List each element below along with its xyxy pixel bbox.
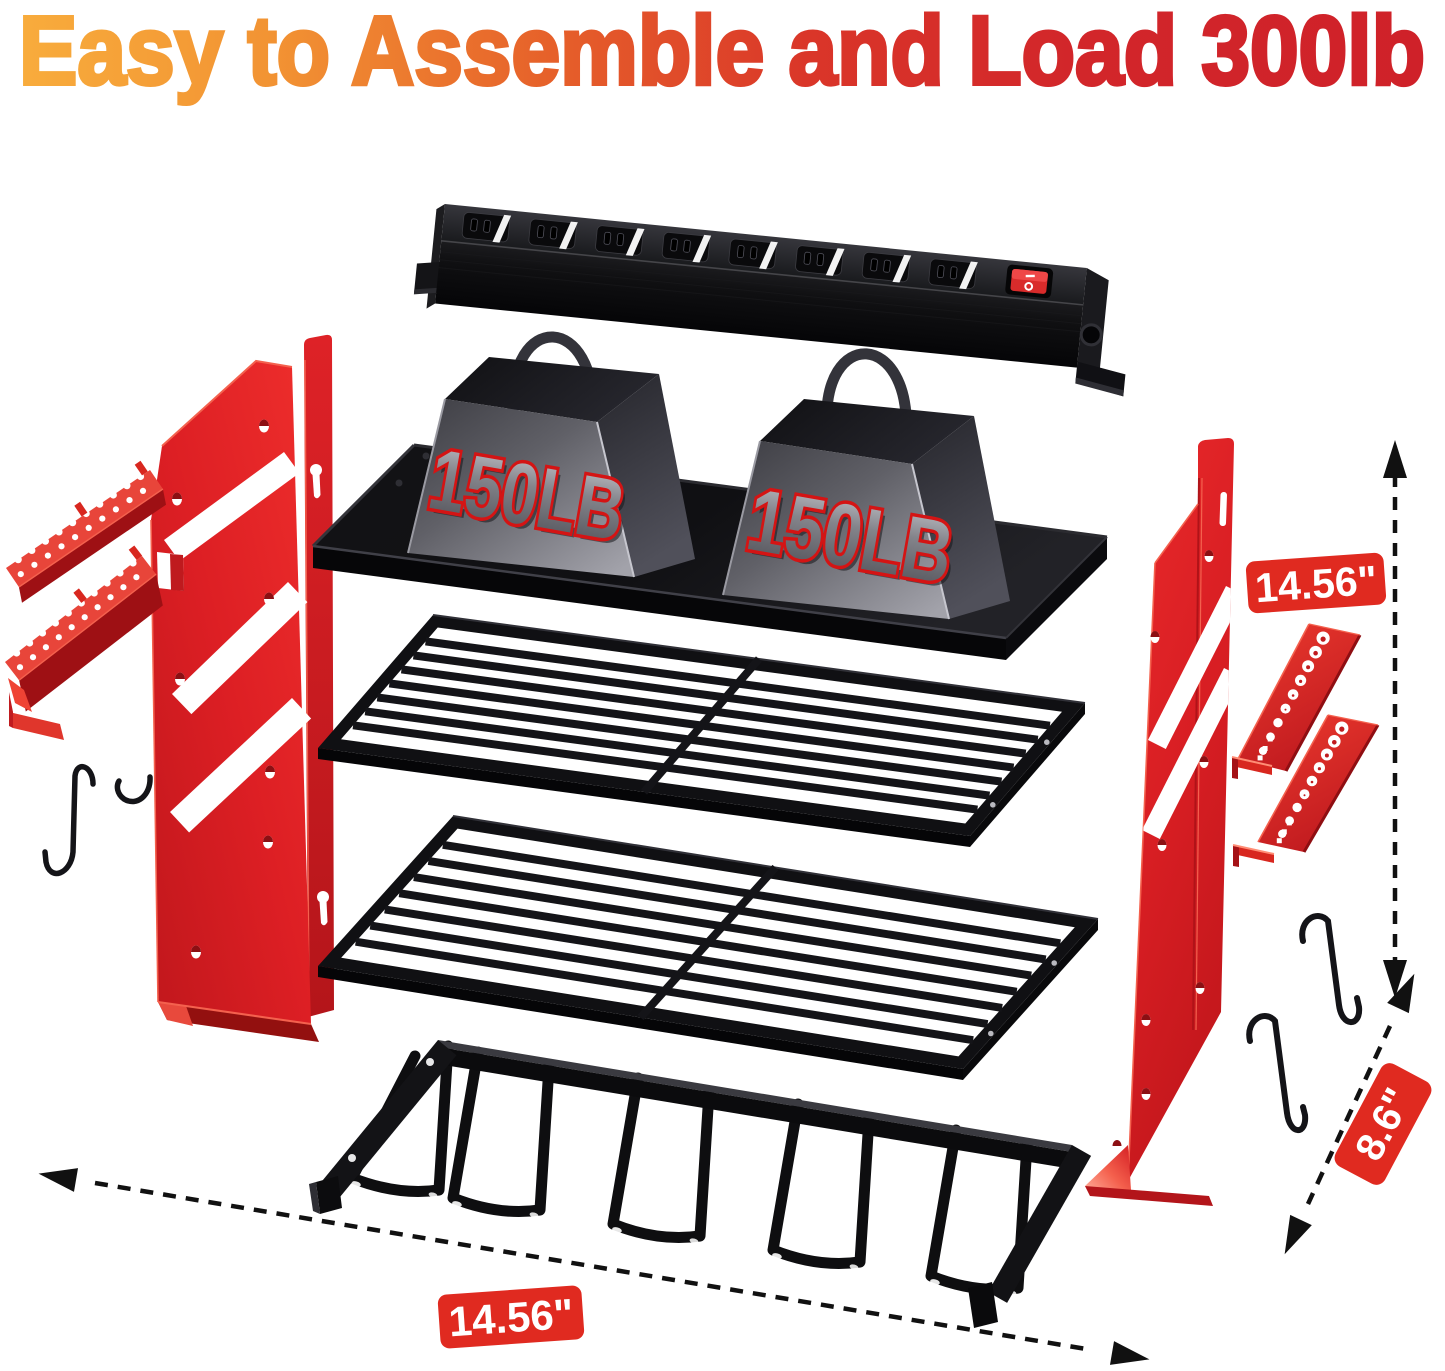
svg-text:14.56": 14.56" bbox=[447, 1290, 575, 1346]
svg-text:14.56": 14.56" bbox=[1254, 557, 1379, 611]
svg-text:Easy to Assemble and Load 300l: Easy to Assemble and Load 300lb bbox=[19, 0, 1425, 105]
